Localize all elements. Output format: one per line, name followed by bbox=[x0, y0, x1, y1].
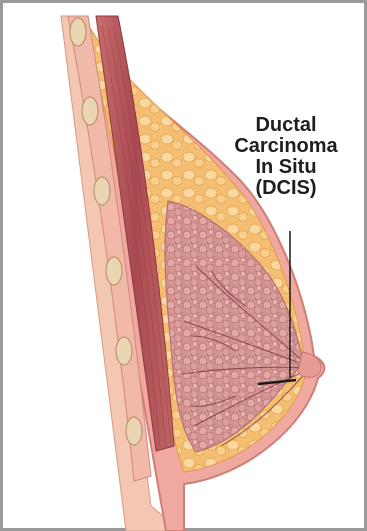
dcis-label: Ductal Carcinoma In Situ (DCIS) bbox=[221, 115, 351, 199]
breast-cross-section-svg bbox=[6, 6, 367, 531]
dcis-label-line-4: (DCIS) bbox=[221, 178, 351, 199]
dcis-label-line-1: Ductal bbox=[221, 115, 351, 136]
dcis-label-line-3: In Situ bbox=[221, 157, 351, 178]
breast-anatomy-illustration bbox=[6, 6, 367, 531]
dcis-label-line-2: Carcinoma bbox=[221, 136, 351, 157]
